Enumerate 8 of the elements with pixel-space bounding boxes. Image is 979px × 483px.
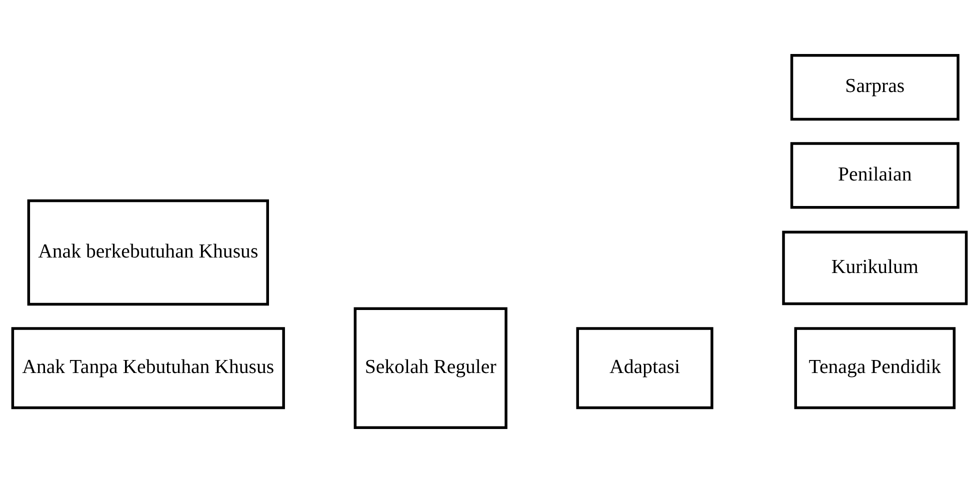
node-box: Tenaga Pendidik xyxy=(794,327,956,410)
node-box: Kurikulum xyxy=(782,230,968,306)
node-box: Penilaian xyxy=(790,142,960,209)
node-box: Anak berkebutuhan Khusus xyxy=(27,199,269,306)
node-box: Adaptasi xyxy=(576,327,714,410)
node-box: Anak Tanpa Kebutuhan Khusus xyxy=(11,327,285,410)
node-box: Sarpras xyxy=(790,54,960,121)
node-box: Sekolah Reguler xyxy=(354,307,508,429)
